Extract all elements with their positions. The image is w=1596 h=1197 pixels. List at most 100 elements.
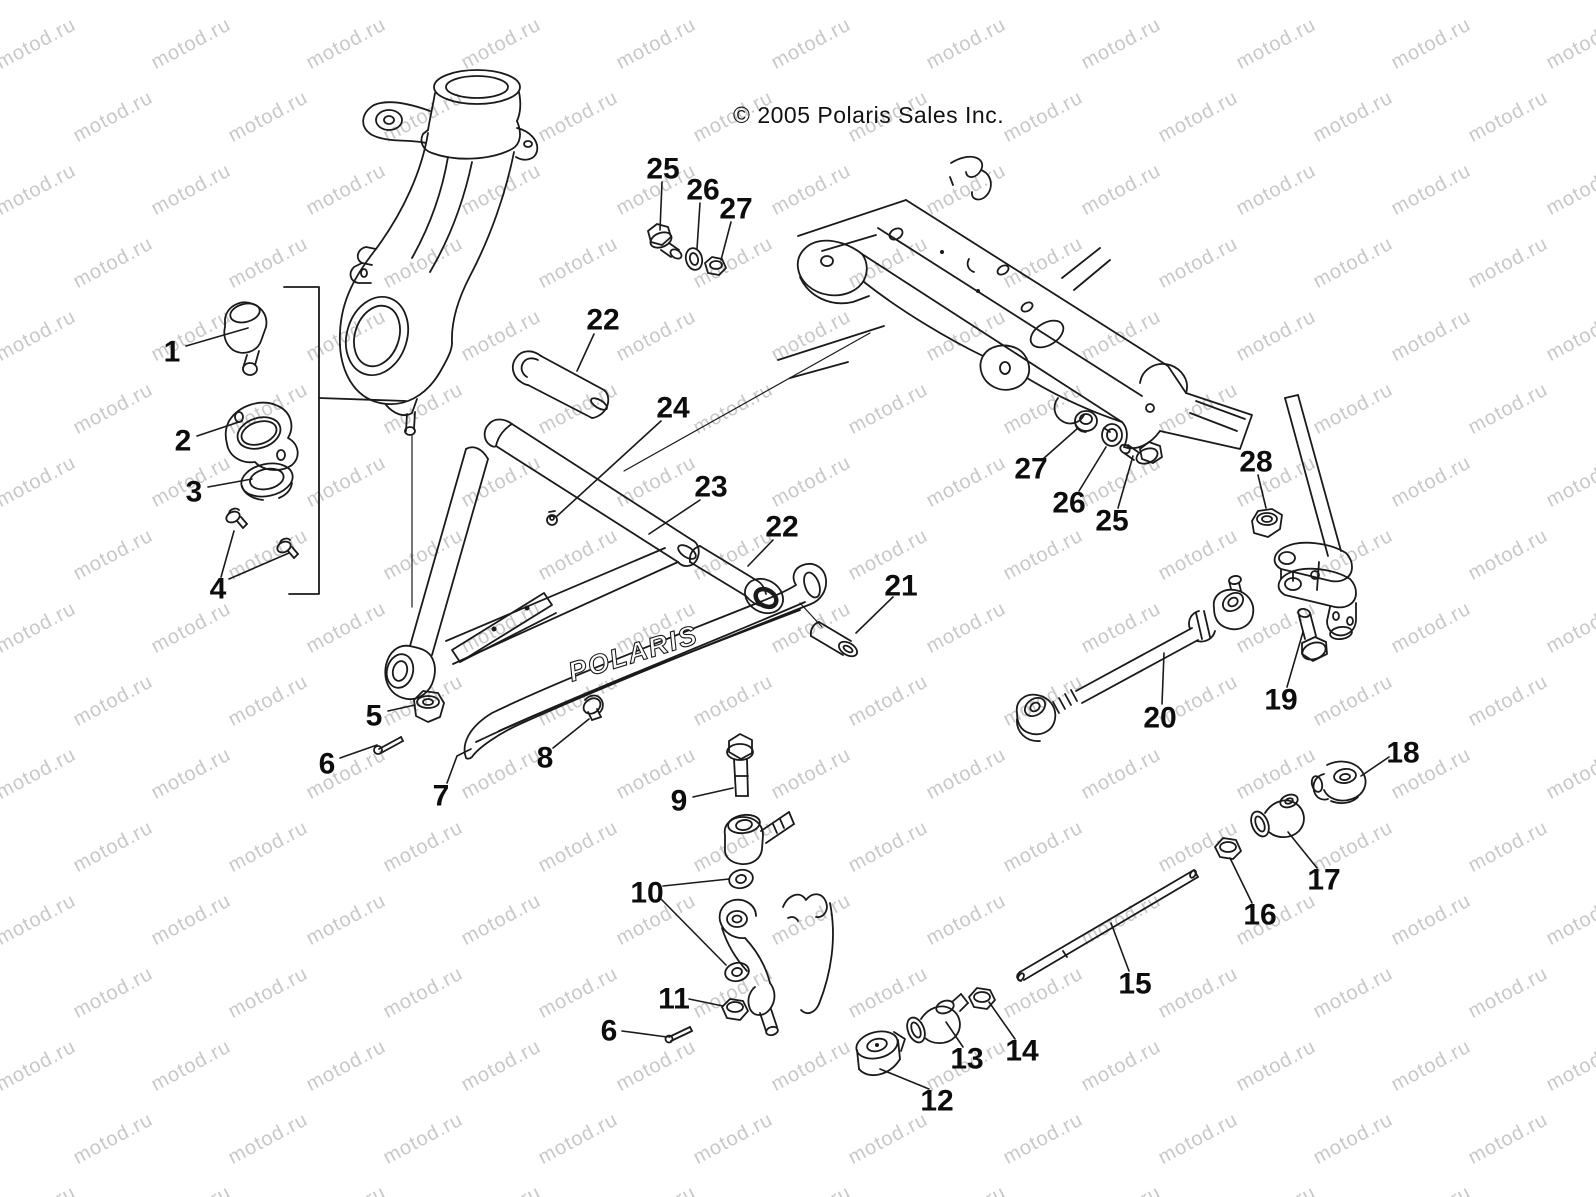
callout-25-leader [1117,455,1134,509]
callout-22-label: 22 [586,304,619,337]
part-nut-16 [1214,837,1242,860]
callout-14-leader [988,1001,1016,1040]
callout-5-leader [387,704,416,712]
part-bolt-9 [726,733,754,797]
callout-1-leader [185,327,249,347]
part-nut-14 [968,987,996,1010]
part-nut-11 [721,998,749,1021]
callout-6-leader [339,744,378,759]
part-steering-knuckle [339,69,539,436]
callout-7-leader [446,748,472,784]
part-ball-joint [223,301,268,376]
callout-12-leader [879,1068,930,1090]
callout-4-leader [220,530,235,578]
part-washers-10 [724,868,754,983]
callout-18-leader [1360,756,1390,777]
callout-11-leader [688,998,724,1007]
callout-13-leader [945,1021,964,1048]
part-steering-post [1273,394,1357,641]
part-idler-bracket [718,893,834,1037]
callout-6-leader [621,1030,668,1038]
callout-4-leader [228,552,290,580]
callout-21-leader [855,596,894,634]
polaris-guard-text: POLARIS [565,619,702,687]
callout-17-label: 17 [1307,864,1340,897]
part-nut-27-right [1074,410,1098,433]
callout-10-leader [660,898,727,966]
callout-6-label: 6 [601,1015,618,1048]
callout-4-label: 4 [210,573,227,606]
callout-20-label: 20 [1143,702,1176,735]
callout-9-leader [692,787,734,798]
callout-6-label: 6 [319,748,336,781]
part-frame-crossmember [777,155,1253,450]
callout-26-label: 26 [686,174,719,207]
part-bolt-19 [1297,607,1328,662]
callout-20-leader [1161,652,1165,705]
callout-22-leader [576,333,595,372]
callout-23-leader [648,499,701,535]
callout-22-leader [747,539,774,567]
assembly-axis-lines [411,332,871,628]
part-bolt-8 [582,694,604,721]
part-nut-5 [413,690,445,723]
callout-27-label: 27 [1014,453,1047,486]
callout-2-label: 2 [175,425,192,458]
callout-1-label: 1 [164,336,181,369]
part-gasket-plate [224,401,299,471]
copyright-text: © 2005 Polaris Sales Inc. [733,102,1005,128]
callout-28-label: 28 [1239,446,1272,479]
part-nut-28 [1251,508,1283,538]
part-collar-ring [240,462,294,501]
part-cotter-pin-upper [373,736,404,755]
callout-27-label: 27 [719,193,752,226]
part-tie-rod-20 [1015,575,1255,742]
callout-23-label: 23 [694,471,727,504]
callout-10-leader [662,878,730,887]
callout-19-label: 19 [1264,684,1297,717]
part-grease-fitting-24 [546,510,558,526]
callout-12-label: 12 [920,1085,953,1118]
callout-3-label: 3 [186,476,203,509]
callout-16-leader [1229,857,1253,904]
callout-18-label: 18 [1386,737,1419,770]
part-nut-27-top [704,256,727,276]
part-rod-15 [1016,869,1199,982]
part-rod-end-13 [906,993,969,1045]
group-bracket-1-4 [283,286,407,595]
callout-15-label: 15 [1118,968,1151,1001]
part-bolt-22-lower [688,545,784,615]
callout-26-leader [1078,446,1107,492]
part-cotter-pin-lower [664,1026,693,1044]
callout-26-leader [696,202,701,250]
callout-28-leader [1257,474,1267,509]
callout-24-label: 24 [656,392,690,425]
callout-9-label: 9 [671,785,688,818]
callout-25-label: 25 [1095,505,1128,538]
callout-10-label: 10 [630,877,663,910]
callout-21-label: 21 [884,570,917,603]
callout-15-leader [1110,922,1130,972]
callout-14-label: 14 [1005,1035,1039,1068]
part-a-arm [384,418,700,700]
part-bolt-25-top [647,223,683,260]
callout-5-label: 5 [366,700,383,733]
callout-11-label: 11 [658,983,690,1016]
part-spacer-21 [809,621,859,658]
part-rod-end-17 [1250,793,1305,839]
callout-27-leader [720,221,732,261]
part-drag-link-rod-end [723,811,795,865]
callout-8-leader [552,718,590,749]
callout-7-label: 7 [433,780,450,813]
callout-25-label: 25 [646,153,679,186]
part-ball-socket-18 [1310,760,1367,804]
part-bushing-12 [855,1030,906,1077]
callout-8-label: 8 [537,742,554,775]
callout-17-leader [1287,831,1318,869]
callout-26-label: 26 [1052,487,1085,520]
callout-25-leader [659,181,663,231]
part-screws [225,507,299,559]
